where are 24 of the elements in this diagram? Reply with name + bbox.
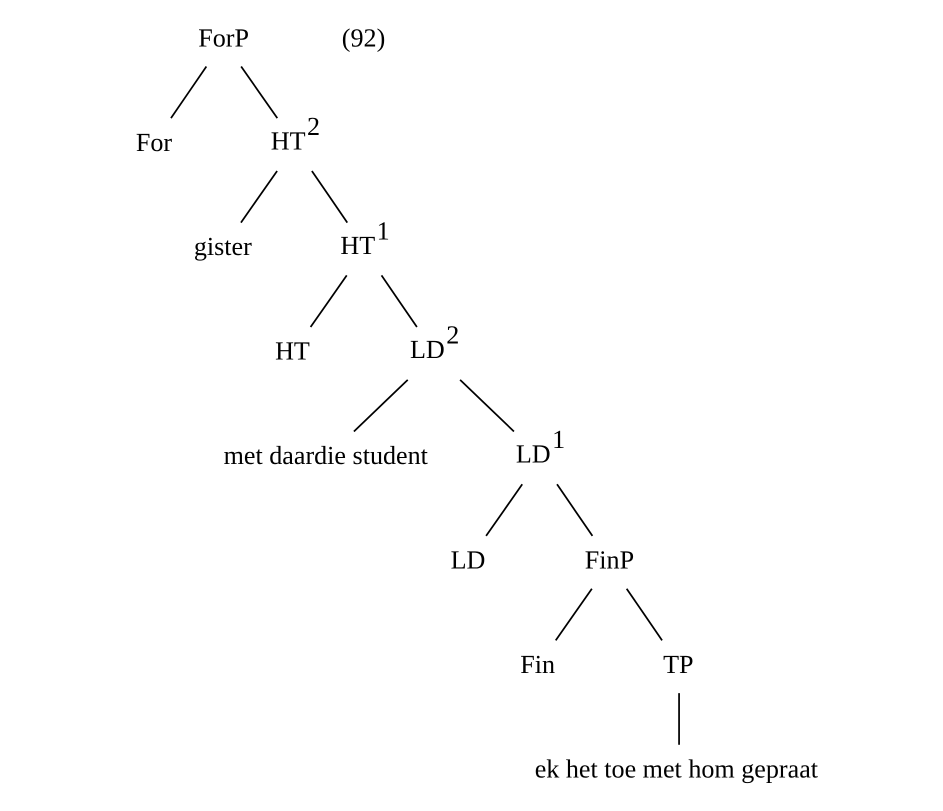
connector bbox=[309, 274, 347, 328]
connector bbox=[678, 693, 680, 745]
label: (92) bbox=[341, 23, 385, 52]
connector bbox=[458, 379, 514, 432]
node-text: LD bbox=[450, 546, 485, 575]
node-text: Fin bbox=[520, 650, 555, 679]
node-text: FinP bbox=[584, 546, 634, 575]
node-text: gister bbox=[193, 232, 252, 262]
connector bbox=[554, 588, 592, 641]
connector bbox=[380, 274, 418, 328]
connector bbox=[625, 588, 662, 641]
connector bbox=[484, 484, 522, 536]
connector bbox=[352, 379, 408, 432]
connector bbox=[240, 170, 278, 224]
connector bbox=[170, 66, 207, 119]
node-text: ek het toe met hom gepraat bbox=[534, 754, 818, 784]
node-text: met daardie student bbox=[223, 441, 428, 470]
node-text: For bbox=[135, 128, 172, 157]
node-text: HT bbox=[274, 336, 310, 366]
connector bbox=[240, 66, 278, 119]
connector bbox=[556, 484, 593, 536]
node-text: ForP bbox=[198, 23, 248, 52]
node-text: TP bbox=[662, 650, 694, 679]
connector bbox=[310, 170, 348, 224]
